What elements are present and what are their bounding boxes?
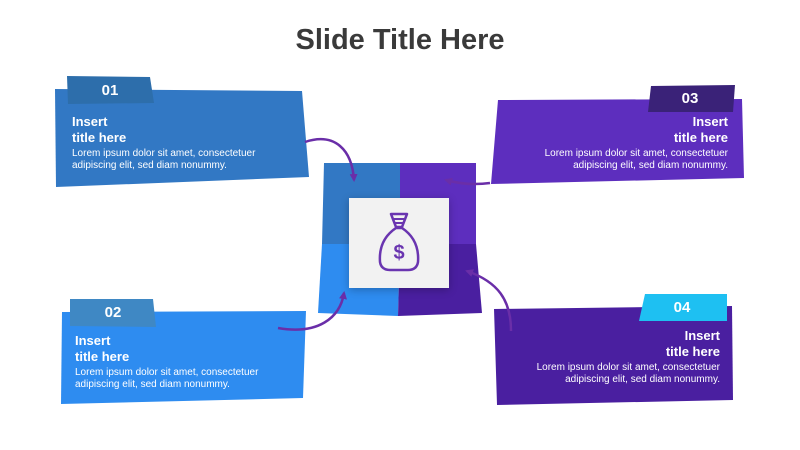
card-01-body-line2: adipiscing elit, sed diam nonummy. <box>72 160 227 171</box>
card-03-title-line2: title here <box>673 130 728 145</box>
tab-02 <box>70 299 156 327</box>
card-01-body-line1: Lorem ipsum dolor sit amet, consectetuer <box>72 148 256 159</box>
card-04-number: 04 <box>673 299 691 316</box>
card-04-body-line2: adipiscing elit, sed diam nonummy. <box>565 374 720 385</box>
tab-01 <box>67 76 154 104</box>
card-03-background <box>491 99 744 184</box>
card-03-body-line2: adipiscing elit, sed diam nonummy. <box>573 160 728 171</box>
card-03-body-line1: Lorem ipsum dolor sit amet, consectetuer <box>544 148 728 159</box>
card-01-title-line1: Insert <box>72 114 108 129</box>
card-04-title-line2: title here <box>665 344 720 359</box>
card-02-title-line1: Insert <box>75 333 111 348</box>
card-02: Insert title here Lorem ipsum dolor sit … <box>75 333 295 391</box>
card-01: Insert title here Lorem ipsum dolor sit … <box>72 114 292 172</box>
card-03: Insert title here Lorem ipsum dolor sit … <box>508 114 728 172</box>
card-04: Insert title here Lorem ipsum dolor sit … <box>500 328 720 386</box>
card-02-number: 02 <box>104 304 122 321</box>
card-04-background <box>494 306 733 405</box>
slide-title: Slide Title Here <box>295 24 505 56</box>
arrow-04 <box>465 269 513 332</box>
card-02-title-line2: title here <box>75 349 130 364</box>
card-04-title-line1: Insert <box>684 328 720 343</box>
center-icon-box: $ <box>349 198 449 288</box>
arrow-02 <box>277 291 347 331</box>
arrow-01 <box>304 137 358 182</box>
card-04-body-line1: Lorem ipsum dolor sit amet, consectetuer <box>536 362 720 373</box>
card-01-title-line2: title here <box>72 130 127 145</box>
tab-03 <box>648 85 735 112</box>
card-03-title-line1: Insert <box>692 114 728 129</box>
tab-04 <box>639 294 727 321</box>
card-02-background <box>61 311 306 404</box>
arrow-03 <box>444 177 491 186</box>
card-03-number: 03 <box>681 90 699 107</box>
money-bag-icon: $ <box>378 212 420 272</box>
card-02-body-line1: Lorem ipsum dolor sit amet, consectetuer <box>75 367 259 378</box>
card-02-body-line2: adipiscing elit, sed diam nonummy. <box>75 379 230 390</box>
card-01-background <box>55 89 309 187</box>
card-01-number: 01 <box>101 82 119 99</box>
dollar-sign: $ <box>393 242 404 264</box>
